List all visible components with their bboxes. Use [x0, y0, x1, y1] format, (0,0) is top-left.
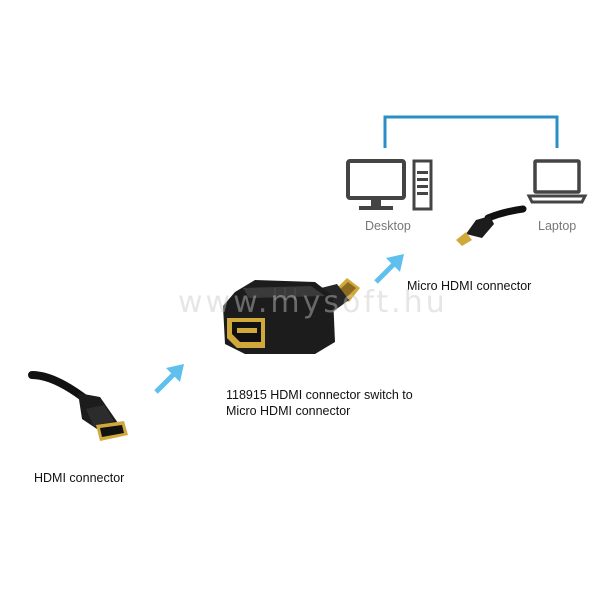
arrow-icon — [374, 254, 404, 284]
micro-hdmi-cable — [456, 205, 527, 246]
monitor-icon — [346, 159, 406, 210]
laptop-label: Laptop — [538, 219, 577, 233]
adapter-image — [223, 278, 360, 354]
hdmi-connector-label: HDMI connector — [34, 471, 125, 485]
desktop-label: Desktop — [365, 219, 411, 233]
micro-hdmi-connector-label: Micro HDMI connector — [407, 279, 532, 293]
tower-icon — [412, 159, 433, 211]
adapter-label-line2: Micro HDMI connector — [226, 404, 351, 418]
arrow-icon — [154, 364, 184, 394]
adapter-label-line1: 118915 HDMI connector switch to — [226, 388, 413, 402]
hdmi-cable-image — [28, 371, 128, 441]
watermark: www.mysoft.hu — [178, 285, 448, 320]
laptop-icon — [526, 159, 588, 204]
